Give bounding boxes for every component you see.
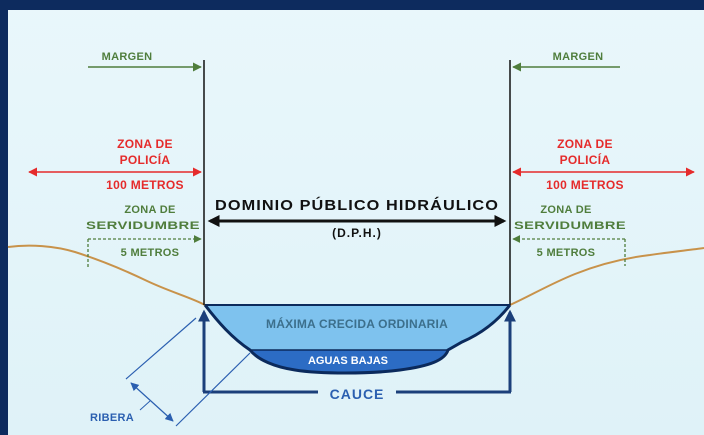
terrain-left (7, 244, 206, 306)
servidumbre-label-right-line1: ZONA DE (540, 204, 591, 216)
ribera-leader (139, 400, 151, 411)
cauce-label: CAUCE (330, 386, 385, 402)
channel-outline (203, 304, 512, 375)
margin-label-left: MARGEN (102, 51, 153, 63)
low-water-label: AGUAS BAJAS (308, 355, 388, 367)
servidumbre-distance-right: 5 METROS (537, 247, 596, 259)
servidumbre-label-left-line2: SERVIDUMBRE (86, 220, 200, 232)
servidumbre-label-right-line2: SERVIDUMBRE (514, 220, 626, 232)
ribera-measure-arrow (130, 382, 174, 422)
servidumbre-distance-left: 5 METROS (121, 247, 180, 259)
servidumbre-label-left-line1: ZONA DE (124, 204, 175, 216)
ribera-label: RIBERA (90, 412, 134, 424)
margin-label-right: MARGEN (553, 51, 604, 63)
policia-label-left-line1: ZONA DE (117, 137, 173, 151)
policia-label-right-line1: ZONA DE (557, 137, 613, 151)
dph-title: DOMINIO PÚBLICO HIDRÁULICO (215, 196, 499, 214)
frame-left (0, 0, 8, 435)
policia-distance-left: 100 METROS (106, 178, 184, 192)
policia-distance-right: 100 METROS (546, 178, 624, 192)
policia-label-left-line2: POLICÍA (120, 152, 171, 167)
max-flood-water (205, 305, 510, 350)
policia-label-right-line2: POLICÍA (560, 152, 611, 167)
ribera-guide-upper (125, 317, 197, 380)
terrain-right (509, 247, 704, 306)
low-water (250, 350, 448, 373)
ribera-guide-lower (175, 352, 251, 427)
dph-abbrev: (D.P.H.) (332, 226, 382, 240)
max-flood-label: MÁXIMA CRECIDA ORDINARIA (266, 316, 448, 331)
frame-top (0, 0, 704, 10)
